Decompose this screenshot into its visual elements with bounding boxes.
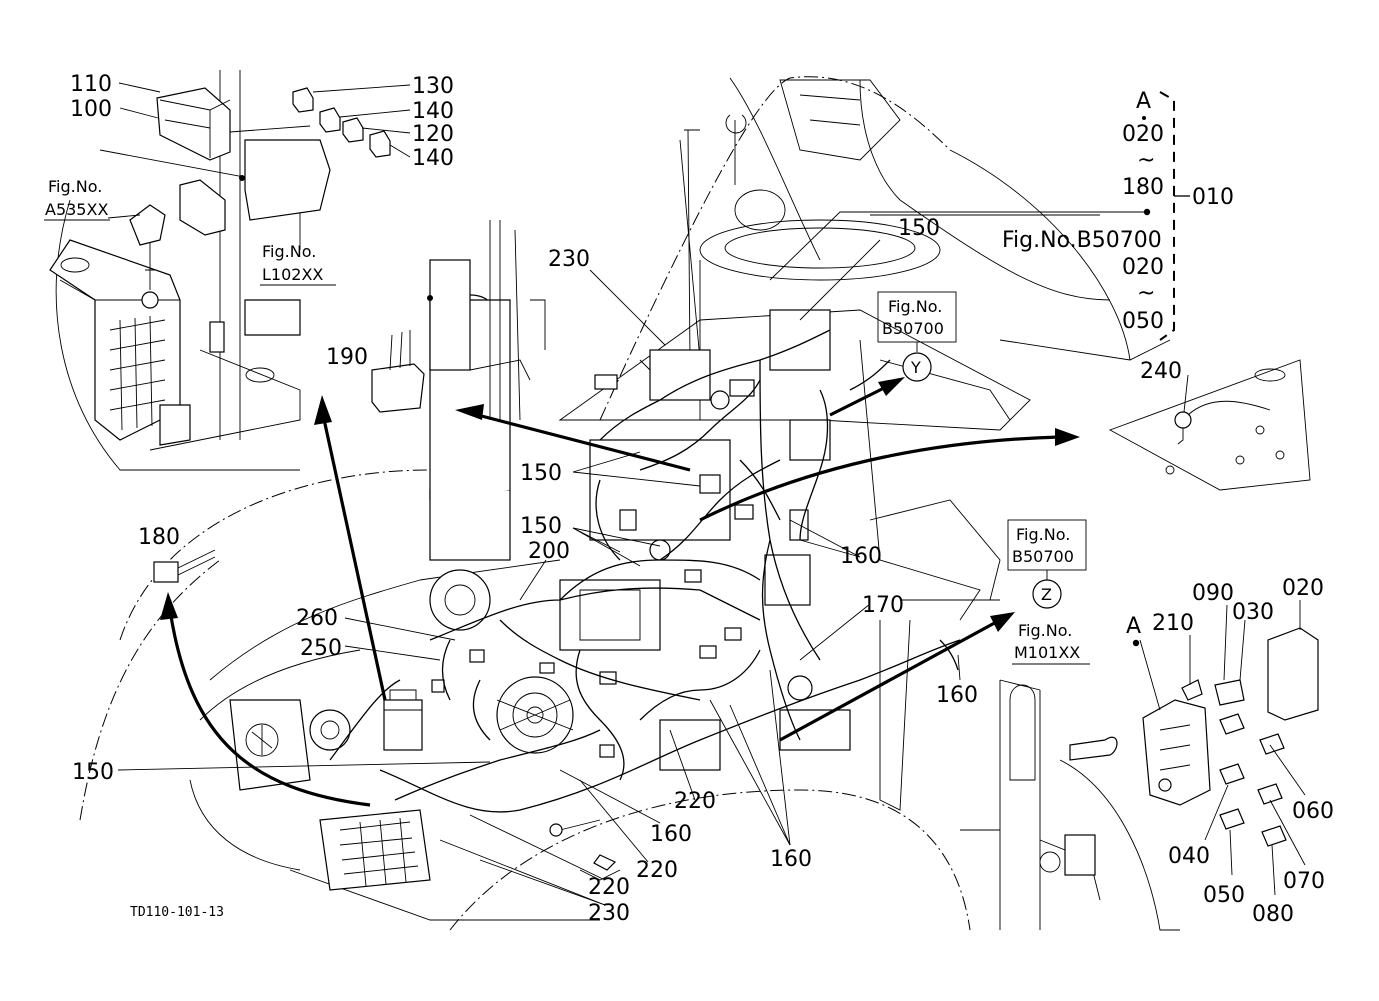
callout-a-marker: A xyxy=(1126,614,1141,639)
figref-l102xx: Fig.No. L102XX xyxy=(260,242,336,286)
callout-190: 190 xyxy=(326,345,368,370)
callout-150-c: 150 xyxy=(72,760,114,785)
figref-m101xx: Fig.No. M101XX xyxy=(1012,621,1090,665)
callout-160-a: 160 xyxy=(840,544,882,569)
callout-150-top: 150 xyxy=(898,216,940,241)
pointer-arrows xyxy=(160,377,1080,807)
callout-200: 200 xyxy=(528,539,570,564)
figref-m101-label: Fig.No. xyxy=(1018,621,1072,640)
callout-220-a: 220 xyxy=(674,789,716,814)
callout-150-b: 150 xyxy=(520,514,562,539)
figref-b50700-z: Fig.No. B50700 Z xyxy=(1007,519,1087,609)
battery-inset xyxy=(49,70,331,471)
fuse-box-small xyxy=(383,699,423,751)
legend-range1-to: 180 xyxy=(1122,175,1164,200)
wire-harness xyxy=(329,329,961,813)
callout-180: 180 xyxy=(138,525,180,550)
figref-a535-number: A535XX xyxy=(45,200,108,219)
callout-230-top: 230 xyxy=(548,247,590,272)
legend-range2-from: 020 xyxy=(1122,255,1164,280)
callout-260: 260 xyxy=(296,606,338,631)
callout-060: 060 xyxy=(1292,799,1334,824)
drawing-code: TD110-101-13 xyxy=(130,905,224,920)
fuse-box-small-lid xyxy=(384,689,422,711)
marker-y: Y xyxy=(910,358,921,377)
legend-range2-tilde: ~ xyxy=(1137,281,1155,306)
callout-110: 110 xyxy=(70,72,112,97)
callout-160-b: 160 xyxy=(936,683,978,708)
tractor-body-sketch xyxy=(79,76,1171,931)
figref-l102-label: Fig.No. xyxy=(262,242,316,261)
callout-210: 210 xyxy=(1152,611,1194,636)
callout-140-a: 140 xyxy=(412,99,454,124)
callout-160-d: 160 xyxy=(770,847,812,872)
callout-050: 050 xyxy=(1203,883,1245,908)
marker-z: Z xyxy=(1041,585,1052,604)
callout-220-c: 220 xyxy=(588,875,630,900)
callout-140-b: 140 xyxy=(412,146,454,171)
fuse-box-cover xyxy=(156,87,231,161)
relay-190 xyxy=(371,330,425,413)
callout-070: 070 xyxy=(1283,869,1325,894)
callout-030: 030 xyxy=(1232,600,1274,625)
legend-range1-from: 020 xyxy=(1122,122,1164,147)
callout-230-bottom: 230 xyxy=(588,901,630,926)
figref-a535xx: Fig.No. A535XX xyxy=(44,177,110,221)
legend-fig-number: Fig.No.B50700 xyxy=(1002,228,1162,253)
callout-130: 130 xyxy=(412,74,454,99)
callout-120: 120 xyxy=(412,122,454,147)
fuse-holder-inset xyxy=(960,627,1319,931)
leader-lines xyxy=(107,82,1306,906)
legend-group-number: 010 xyxy=(1192,185,1234,210)
callout-labels: 110 100 130 140 120 140 230 150 190 240 … xyxy=(70,72,1334,927)
callout-150-a: 150 xyxy=(520,461,562,486)
figref-b50700-z-label: Fig.No. xyxy=(1016,525,1070,544)
figref-a535-label: Fig.No. xyxy=(48,177,102,196)
figref-b50700-y-label: Fig.No. xyxy=(888,297,942,316)
callout-020: 020 xyxy=(1282,576,1324,601)
figref-b50700-z-number: B50700 xyxy=(1012,547,1074,566)
callout-090: 090 xyxy=(1192,581,1234,606)
figref-b50700-y-number: B50700 xyxy=(882,319,944,338)
callout-170: 170 xyxy=(862,593,904,618)
floor-plate-inset xyxy=(1108,359,1311,491)
callout-100: 100 xyxy=(70,97,112,122)
callout-220-b: 220 xyxy=(636,858,678,883)
range-bracket xyxy=(1159,91,1175,341)
legend-range2-to: 050 xyxy=(1122,309,1164,334)
callout-240: 240 xyxy=(1140,359,1182,384)
figref-l102-number: L102XX xyxy=(262,265,323,284)
callout-250: 250 xyxy=(300,636,342,661)
figref-b50700-y: Fig.No. B50700 Y xyxy=(877,291,957,382)
range-legend: A 020 ~ 180 010 Fig.No.B50700 020 ~ 050 xyxy=(1002,89,1234,334)
callout-160-c: 160 xyxy=(650,822,692,847)
legend-marker-a: A xyxy=(1136,89,1151,114)
callout-040: 040 xyxy=(1168,844,1210,869)
figref-m101-number: M101XX xyxy=(1014,643,1080,662)
callout-080: 080 xyxy=(1252,902,1294,927)
legend-range1-tilde: ~ xyxy=(1137,148,1155,173)
connector-180 xyxy=(153,549,216,583)
blade-fuses-inset xyxy=(292,87,391,158)
